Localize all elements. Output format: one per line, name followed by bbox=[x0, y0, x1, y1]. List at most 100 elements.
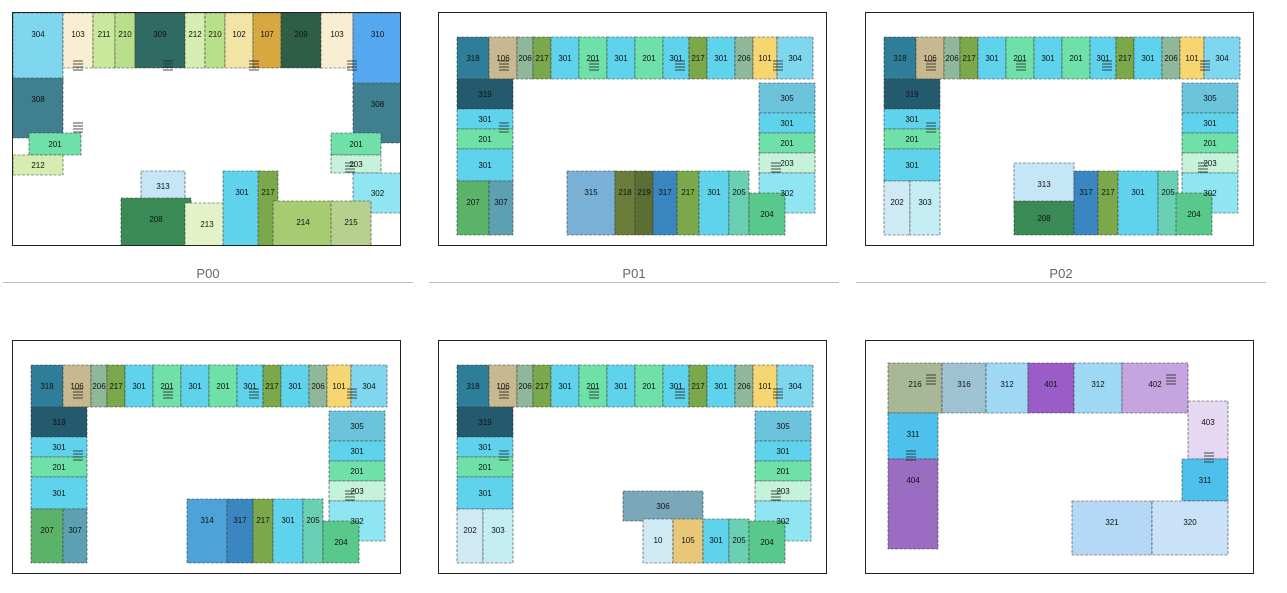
room-area[interactable] bbox=[977, 36, 1007, 80]
room-area[interactable] bbox=[1073, 170, 1099, 236]
room-area[interactable] bbox=[1175, 192, 1213, 236]
room-area[interactable] bbox=[322, 520, 360, 564]
room-area[interactable] bbox=[280, 13, 322, 69]
room-area[interactable] bbox=[752, 364, 778, 408]
room-area[interactable] bbox=[30, 406, 88, 438]
room-area[interactable] bbox=[883, 78, 941, 110]
room-area[interactable] bbox=[13, 13, 64, 84]
room-area[interactable] bbox=[748, 520, 786, 564]
room-area[interactable] bbox=[326, 364, 352, 408]
room-area[interactable] bbox=[1005, 36, 1035, 80]
room-area[interactable] bbox=[184, 202, 230, 246]
room-area[interactable] bbox=[758, 82, 816, 114]
room-area[interactable] bbox=[1027, 362, 1075, 414]
room-area[interactable] bbox=[622, 490, 704, 522]
room-area[interactable] bbox=[728, 170, 750, 236]
room-area[interactable] bbox=[184, 13, 206, 69]
room-area[interactable] bbox=[208, 364, 238, 408]
room-area[interactable] bbox=[606, 364, 636, 408]
room-area[interactable] bbox=[186, 498, 228, 564]
room-area[interactable] bbox=[550, 36, 580, 80]
room-area[interactable] bbox=[676, 170, 700, 236]
room-area[interactable] bbox=[706, 364, 736, 408]
room-area[interactable] bbox=[62, 508, 88, 564]
room-area[interactable] bbox=[280, 364, 310, 408]
room-area[interactable] bbox=[456, 78, 514, 110]
room-area[interactable] bbox=[754, 410, 812, 442]
room-area[interactable] bbox=[13, 154, 64, 176]
room-area[interactable] bbox=[456, 180, 490, 236]
room-area[interactable] bbox=[456, 476, 514, 510]
room-area[interactable] bbox=[350, 364, 388, 408]
room-area[interactable] bbox=[330, 200, 372, 246]
room-area[interactable] bbox=[328, 410, 386, 442]
room-area[interactable] bbox=[62, 13, 94, 69]
room-area[interactable] bbox=[488, 36, 518, 80]
room-area[interactable] bbox=[1179, 36, 1205, 80]
room-area[interactable] bbox=[748, 192, 786, 236]
room-area[interactable] bbox=[642, 518, 674, 564]
room-area[interactable] bbox=[672, 518, 704, 564]
room-area[interactable] bbox=[887, 458, 939, 550]
room-area[interactable] bbox=[776, 36, 814, 80]
room-area[interactable] bbox=[236, 364, 264, 408]
room-area[interactable] bbox=[482, 508, 514, 564]
room-area[interactable] bbox=[456, 406, 514, 438]
room-area[interactable] bbox=[1117, 170, 1159, 236]
room-area[interactable] bbox=[1187, 400, 1229, 460]
room-area[interactable] bbox=[62, 364, 92, 408]
room-area[interactable] bbox=[606, 36, 636, 80]
room-area[interactable] bbox=[13, 77, 64, 139]
room-area[interactable] bbox=[652, 170, 678, 236]
room-area[interactable] bbox=[456, 36, 490, 80]
room-area[interactable] bbox=[1071, 500, 1153, 556]
room-area[interactable] bbox=[226, 498, 254, 564]
room-area[interactable] bbox=[140, 170, 186, 202]
room-area[interactable] bbox=[30, 476, 88, 510]
room-area[interactable] bbox=[706, 36, 736, 80]
room-area[interactable] bbox=[578, 36, 608, 80]
room-area[interactable] bbox=[698, 170, 730, 236]
room-area[interactable] bbox=[1121, 362, 1189, 414]
room-area[interactable] bbox=[204, 13, 226, 69]
room-area[interactable] bbox=[941, 362, 987, 414]
room-area[interactable] bbox=[1203, 36, 1241, 80]
room-area[interactable] bbox=[488, 364, 518, 408]
room-area[interactable] bbox=[614, 170, 636, 236]
room-area[interactable] bbox=[883, 148, 941, 182]
room-area[interactable] bbox=[272, 498, 304, 564]
room-area[interactable] bbox=[134, 13, 186, 69]
room-area[interactable] bbox=[752, 36, 778, 80]
room-area[interactable] bbox=[114, 13, 136, 69]
room-area[interactable] bbox=[1133, 36, 1163, 80]
room-area[interactable] bbox=[222, 170, 262, 246]
room-area[interactable] bbox=[985, 362, 1029, 414]
room-area[interactable] bbox=[30, 508, 64, 564]
room-area[interactable] bbox=[634, 170, 654, 236]
room-area[interactable] bbox=[566, 170, 616, 236]
room-area[interactable] bbox=[456, 148, 514, 182]
room-area[interactable] bbox=[883, 36, 917, 80]
room-area[interactable] bbox=[224, 13, 254, 69]
room-area[interactable] bbox=[909, 180, 941, 236]
room-area[interactable] bbox=[92, 13, 116, 69]
room-area[interactable] bbox=[887, 362, 943, 414]
room-area[interactable] bbox=[252, 498, 274, 564]
room-area[interactable] bbox=[1151, 500, 1229, 556]
room-area[interactable] bbox=[634, 36, 664, 80]
room-area[interactable] bbox=[1061, 36, 1091, 80]
room-area[interactable] bbox=[1097, 170, 1119, 236]
room-area[interactable] bbox=[634, 364, 664, 408]
room-area[interactable] bbox=[1013, 200, 1075, 236]
room-area[interactable] bbox=[124, 364, 154, 408]
room-area[interactable] bbox=[702, 518, 730, 564]
room-area[interactable] bbox=[180, 364, 210, 408]
room-area[interactable] bbox=[578, 364, 608, 408]
room-area[interactable] bbox=[883, 180, 911, 236]
room-area[interactable] bbox=[550, 364, 580, 408]
room-area[interactable] bbox=[1157, 170, 1179, 236]
room-area[interactable] bbox=[776, 364, 814, 408]
room-area[interactable] bbox=[252, 13, 282, 69]
room-area[interactable] bbox=[915, 36, 945, 80]
room-area[interactable] bbox=[488, 180, 514, 236]
